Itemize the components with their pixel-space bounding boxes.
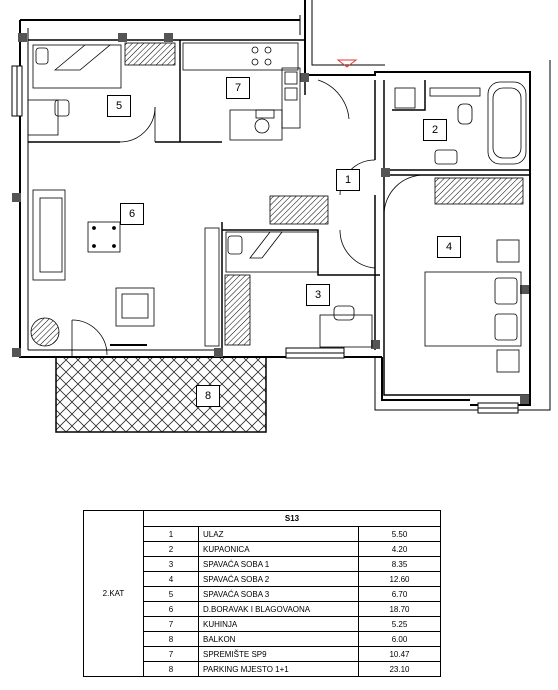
furniture-room-5 bbox=[27, 42, 176, 136]
row-name: KUHINJA bbox=[198, 616, 359, 632]
entrance-marker-icon bbox=[336, 59, 358, 68]
row-num: 7 bbox=[143, 646, 199, 662]
row-area: 18.70 bbox=[358, 601, 441, 617]
room-tag-4: 4 bbox=[437, 236, 461, 258]
room-tag-3: 3 bbox=[306, 284, 330, 306]
door-swings bbox=[71, 79, 425, 357]
row-name: BALKON bbox=[198, 631, 359, 647]
row-area: 10.47 bbox=[358, 646, 441, 662]
row-num: 4 bbox=[143, 571, 199, 587]
row-area: 12.60 bbox=[358, 571, 441, 587]
row-name: ULAZ bbox=[198, 526, 359, 542]
room-tag-7: 7 bbox=[226, 77, 250, 99]
furniture-bedroom-4 bbox=[424, 177, 524, 373]
row-num: 8 bbox=[143, 661, 199, 677]
row-num: 7 bbox=[143, 616, 199, 632]
row-num: 3 bbox=[143, 556, 199, 572]
row-num: 2 bbox=[143, 541, 199, 557]
row-area: 8.35 bbox=[358, 556, 441, 572]
row-area: 5.25 bbox=[358, 616, 441, 632]
room-tag-8: 8 bbox=[196, 385, 220, 407]
room-tag-5: 5 bbox=[107, 95, 131, 117]
row-area: 4.20 bbox=[358, 541, 441, 557]
room-tag-2: 2 bbox=[423, 119, 447, 141]
balcony-area bbox=[55, 356, 267, 433]
row-num: 1 bbox=[143, 526, 199, 542]
floor-plan bbox=[11, 0, 551, 433]
row-name: PARKING MJESTO 1+1 bbox=[198, 661, 359, 677]
row-area: 6.00 bbox=[358, 631, 441, 647]
row-name: D.BORAVAK I BLAGOVAONA bbox=[198, 601, 359, 617]
row-name: SPREMIŠTE SP9 bbox=[198, 646, 359, 662]
row-area: 23.10 bbox=[358, 661, 441, 677]
floor-label: 2.KAT bbox=[83, 510, 144, 677]
row-name: KUPAONICA bbox=[198, 541, 359, 557]
column-posts bbox=[12, 33, 529, 404]
row-num: 6 bbox=[143, 601, 199, 617]
room-tag-1: 1 bbox=[336, 169, 360, 191]
row-name: SPAVAĆA SOBA 2 bbox=[198, 571, 359, 587]
row-name: SPAVAĆA SOBA 1 bbox=[198, 556, 359, 572]
windows bbox=[11, 65, 519, 414]
room-tag-6: 6 bbox=[120, 203, 144, 225]
row-num: 8 bbox=[143, 631, 199, 647]
row-name: SPAVAĆA SOBA 3 bbox=[198, 586, 359, 602]
furniture-kitchen-7 bbox=[182, 42, 301, 141]
furniture-living-6 bbox=[30, 189, 155, 347]
row-area: 6.70 bbox=[358, 586, 441, 602]
row-num: 5 bbox=[143, 586, 199, 602]
furniture-bathroom-2 bbox=[394, 81, 527, 165]
furniture-room-3 bbox=[204, 195, 373, 348]
row-area: 5.50 bbox=[358, 526, 441, 542]
schedule-title: S13 bbox=[143, 510, 441, 527]
